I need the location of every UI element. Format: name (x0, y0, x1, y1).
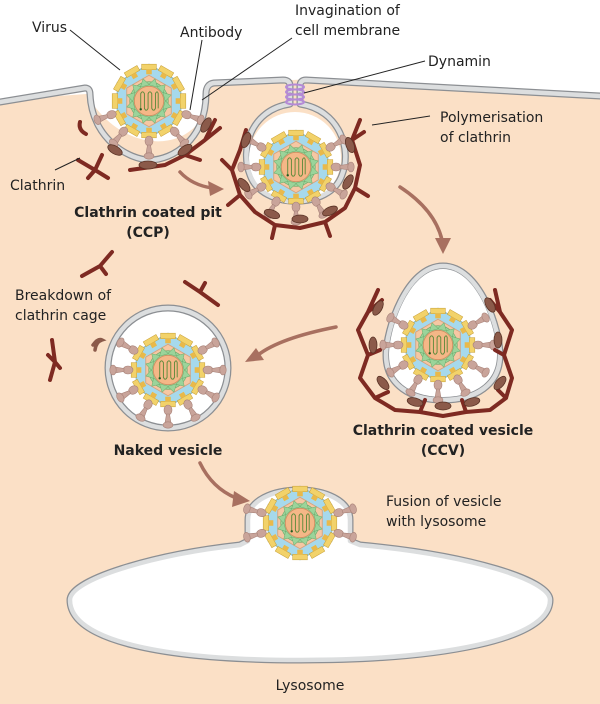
lysosome (66, 486, 554, 664)
leader-virus (69, 29, 121, 71)
label-polymerisation-1: Polymerisation (440, 110, 543, 126)
label-invagination-2: cell membrane (295, 23, 400, 39)
leader-clathrin (54, 157, 81, 171)
label-invagination-1: Invagination of (295, 3, 401, 19)
arrow-ccp-to-pinching (178, 170, 224, 196)
label-dynamin: Dynamin (428, 54, 491, 70)
clathrin-cage-ccv (356, 288, 514, 418)
arrow-pinching-to-ccv (398, 185, 451, 254)
label-ccp-1: Clathrin coated pit (74, 205, 222, 221)
label-fusion-2: with lysosome (386, 514, 486, 530)
label-breakdown-1: Breakdown of (15, 288, 112, 304)
arrow-ccv-to-naked (245, 325, 338, 362)
leader-invagination (201, 37, 293, 101)
label-lysosome: Lysosome (276, 678, 345, 694)
label-polymerisation-2: of clathrin (440, 130, 511, 146)
label-breakdown-2: clathrin cage (15, 308, 106, 324)
arrow-naked-to-fusion (198, 461, 250, 507)
label-virus: Virus (32, 20, 67, 36)
leader-polymerisation (371, 115, 431, 126)
label-ccv-1: Clathrin coated vesicle (353, 423, 534, 439)
label-fusion-1: Fusion of vesicle (386, 494, 501, 510)
label-naked-vesicle: Naked vesicle (114, 443, 223, 459)
clathrin-cage-pinching (220, 118, 370, 240)
label-ccv-2: (CCV) (421, 443, 465, 459)
label-ccp-2: (CCP) (126, 225, 170, 241)
label-clathrin: Clathrin (10, 178, 65, 194)
clathrin-fragments (46, 250, 220, 382)
clathrin-ccp (76, 117, 222, 180)
dynamin (285, 83, 305, 106)
cytoplasm (0, 78, 600, 704)
leader-antibody (189, 39, 203, 111)
leader-dynamin (303, 60, 426, 94)
label-antibody: Antibody (180, 25, 242, 41)
